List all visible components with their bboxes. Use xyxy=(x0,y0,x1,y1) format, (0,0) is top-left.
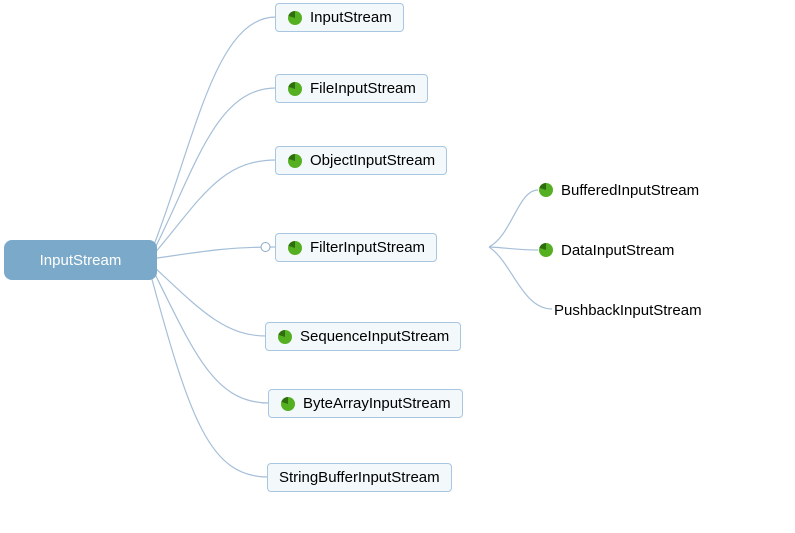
node-bufferedinputstream[interactable]: BufferedInputStream xyxy=(538,178,699,202)
node-label: FileInputStream xyxy=(310,80,416,97)
node-label: ByteArrayInputStream xyxy=(303,395,451,412)
node-inputstream[interactable]: InputStream xyxy=(275,3,404,32)
edge-root-inputstream xyxy=(151,16,277,251)
node-label: InputStream xyxy=(310,9,392,26)
edge-root-stringbufferinputstream xyxy=(149,271,269,478)
node-label: ObjectInputStream xyxy=(310,152,436,169)
root-node-label: InputStream xyxy=(39,251,122,269)
node-bytearrayinputstream[interactable]: ByteArrayInputStream xyxy=(268,389,463,418)
node-label: SequenceInputStream xyxy=(300,328,450,345)
edge-root-sequenceinputstream xyxy=(152,265,267,337)
edge-filter-datainputstream xyxy=(488,246,539,251)
node-objectinputstream[interactable]: ObjectInputStream xyxy=(275,146,448,175)
node-label: PushbackInputStream xyxy=(554,301,702,319)
node-stringbufferinputstream[interactable]: StringBufferInputStream xyxy=(267,463,452,492)
green-pie-icon xyxy=(288,10,302,25)
green-pie-icon xyxy=(539,243,553,257)
node-filterinputstream[interactable]: FilterInputStream xyxy=(275,233,438,262)
node-fileinputstream[interactable]: FileInputStream xyxy=(275,74,428,103)
green-pie-icon xyxy=(288,240,302,255)
edge-root-bytearrayinputstream xyxy=(151,267,270,404)
edge-root-fileinputstream xyxy=(152,87,277,253)
edge-root-objectinputstream xyxy=(153,159,277,255)
green-pie-icon xyxy=(288,153,302,168)
root-node-inputstream[interactable]: InputStream xyxy=(4,240,157,280)
node-label: FilterInputStream xyxy=(310,239,426,256)
edge-root-filterinputstream xyxy=(156,246,276,259)
node-label: BufferedInputStream xyxy=(561,181,700,199)
fold-handle[interactable] xyxy=(260,242,271,252)
node-datainputstream[interactable]: DataInputStream xyxy=(538,238,674,262)
node-label: DataInputStream xyxy=(561,241,675,259)
node-pushbackinputstream[interactable]: PushbackInputStream xyxy=(554,298,702,322)
node-label: StringBufferInputStream xyxy=(279,469,440,486)
edge-filter-bufferedinputstream xyxy=(488,189,539,248)
green-pie-icon xyxy=(281,396,295,411)
green-pie-icon xyxy=(278,329,292,344)
green-pie-icon xyxy=(539,183,553,197)
green-pie-icon xyxy=(288,81,302,96)
node-sequenceinputstream[interactable]: SequenceInputStream xyxy=(265,322,462,351)
